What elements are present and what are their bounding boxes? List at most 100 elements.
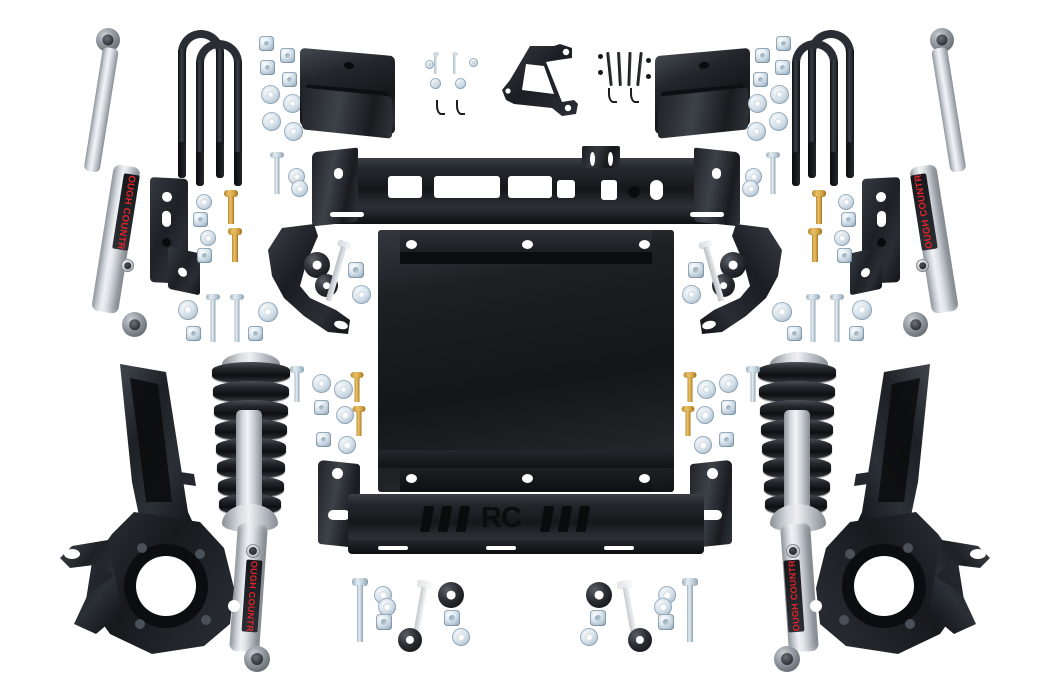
hardware-nut bbox=[753, 72, 768, 87]
hardware-nut bbox=[688, 262, 704, 278]
gold-bolt bbox=[224, 190, 238, 224]
gold-bolt bbox=[681, 406, 694, 436]
hardware-bolt bbox=[206, 294, 220, 342]
diff-drop-bracket-right bbox=[668, 224, 788, 342]
ubolt-left bbox=[178, 30, 258, 186]
hardware-washer bbox=[200, 230, 216, 246]
hardware-washer bbox=[772, 302, 792, 322]
hardware-washer bbox=[469, 58, 478, 67]
poly-bushing bbox=[438, 582, 464, 608]
knuckle-right-shape bbox=[810, 364, 990, 654]
knuckle-left bbox=[48, 362, 244, 662]
hardware-nut bbox=[719, 432, 734, 447]
hardware-nut bbox=[248, 326, 263, 341]
hardware-washer bbox=[852, 300, 872, 320]
shock-lower-eyelet bbox=[122, 312, 147, 337]
cotter-pin bbox=[436, 100, 445, 115]
hardware-bolt bbox=[270, 152, 284, 194]
lift-block-right-shim bbox=[658, 87, 748, 139]
gold-bolt bbox=[683, 372, 696, 402]
hardware-washer bbox=[834, 230, 850, 246]
knuckle-left-shape bbox=[60, 364, 240, 654]
hardware-nut bbox=[197, 248, 212, 263]
cotter-pin bbox=[456, 100, 465, 115]
diff-drop-bracket-left bbox=[262, 224, 382, 342]
hardware-nut bbox=[282, 72, 297, 87]
angle-bracket-left-flange bbox=[168, 246, 200, 296]
hardware-nut bbox=[444, 610, 460, 626]
shock-lower-eyelet bbox=[903, 312, 928, 337]
hardware-washer bbox=[336, 406, 354, 424]
hardware-washer bbox=[770, 85, 789, 104]
poly-bushing bbox=[628, 628, 652, 652]
hardware-bolt bbox=[230, 294, 244, 342]
hardware-nut bbox=[316, 432, 331, 447]
diff-drop-bracket-right-shape bbox=[700, 224, 782, 334]
angle-bracket-right-flange bbox=[850, 246, 882, 296]
hardware-nut bbox=[280, 48, 295, 63]
hardware-nut bbox=[376, 614, 392, 630]
hardware-washer bbox=[694, 436, 712, 454]
gold-bolt bbox=[808, 228, 822, 262]
hardware-nut bbox=[775, 60, 790, 75]
shock-rear-right: ROUGH COUNTRY bbox=[892, 28, 967, 338]
hardware-nut bbox=[314, 400, 329, 415]
diff-drop-bracket-left-shape bbox=[268, 224, 350, 334]
knuckle-right bbox=[806, 362, 1002, 662]
sway-bar-bracket bbox=[496, 42, 584, 124]
gold-bolt bbox=[352, 406, 365, 436]
lift-block-left-shim bbox=[302, 87, 392, 139]
shock-brand-text: ROUGH COUNTRY bbox=[244, 559, 260, 633]
shock-rear-left: ROUGH COUNTRY bbox=[83, 28, 158, 338]
gold-bolt bbox=[228, 228, 242, 262]
crossmember-rc-logo: RC bbox=[481, 502, 522, 534]
hardware-bolt bbox=[806, 294, 820, 342]
hardware-washer bbox=[312, 374, 331, 393]
hardware-washer bbox=[425, 60, 434, 69]
hardware-screw bbox=[451, 52, 459, 74]
hardware-washer bbox=[284, 122, 303, 141]
hardware-nut bbox=[590, 610, 606, 626]
poly-bushing bbox=[398, 628, 422, 652]
hardware-washer bbox=[338, 436, 356, 454]
zip-tie-group bbox=[596, 48, 652, 108]
hardware-washer bbox=[719, 374, 738, 393]
hardware-washer bbox=[430, 78, 441, 89]
skid-plate bbox=[378, 230, 674, 492]
sway-bar-bracket-shape bbox=[502, 44, 578, 116]
hardware-bolt bbox=[746, 366, 760, 402]
crossmember-lower: RC bbox=[318, 459, 732, 568]
hardware-washer bbox=[178, 300, 198, 320]
hardware-washer bbox=[697, 380, 716, 399]
hardware-bolt bbox=[830, 294, 844, 342]
hardware-washer bbox=[682, 285, 701, 304]
hardware-washer bbox=[452, 628, 470, 646]
hardware-washer bbox=[748, 94, 767, 113]
hardware-nut bbox=[193, 212, 208, 227]
gold-bolt bbox=[350, 372, 363, 402]
shock-brand-text: ROUGH COUNTRY bbox=[786, 559, 802, 633]
hardware-washer bbox=[262, 112, 281, 131]
rc-badge-icon bbox=[786, 544, 800, 558]
hardware-washer bbox=[580, 628, 598, 646]
hardware-washer bbox=[747, 122, 766, 141]
hardware-nut bbox=[348, 262, 364, 278]
hardware-bolt bbox=[766, 152, 780, 194]
rc-badge-icon bbox=[916, 259, 929, 272]
crossmember-upper bbox=[312, 146, 740, 232]
hardware-washer bbox=[455, 78, 466, 89]
strut-lower-eyelet bbox=[774, 646, 800, 672]
hardware-washer bbox=[261, 85, 280, 104]
hardware-nut bbox=[721, 400, 736, 415]
strut-front-right: ROUGH COUNTRY bbox=[742, 352, 852, 672]
hardware-washer bbox=[742, 180, 759, 197]
hardware-bolt bbox=[682, 578, 698, 642]
hardware-washer bbox=[283, 94, 302, 113]
rc-badge-icon bbox=[246, 544, 260, 558]
hardware-nut bbox=[260, 60, 275, 75]
hardware-screw bbox=[432, 52, 440, 74]
hardware-washer bbox=[696, 406, 714, 424]
hardware-nut bbox=[849, 326, 864, 341]
hardware-washer bbox=[769, 112, 788, 131]
